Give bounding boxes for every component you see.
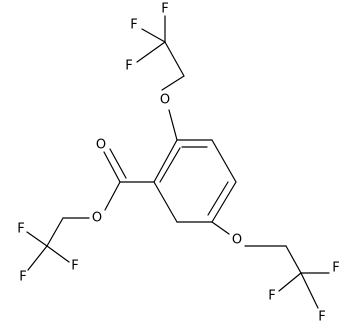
cf-bond — [26, 231, 48, 247]
bond-lines — [26, 15, 330, 309]
carbonyl-double-bond — [103, 151, 121, 183]
ether-bond — [168, 109, 178, 141]
ether-bond — [211, 221, 230, 235]
fluorine-atom: F — [268, 289, 275, 304]
ether-bond — [285, 245, 302, 274]
ester-bond — [46, 217, 64, 247]
ester-bond — [104, 181, 121, 211]
fluorine-atom: F — [71, 259, 78, 274]
fluorine-atom: F — [318, 310, 325, 325]
fluorine-atom: F — [125, 59, 132, 74]
ring-bond — [153, 181, 178, 223]
carbonyl-oxygen: O — [96, 138, 106, 153]
carbonyl-double-bond — [109, 148, 127, 179]
cf-bond — [141, 28, 166, 43]
atom-labels: F F F O O O F F F O F F F — [17, 2, 339, 325]
fluorine-atom: F — [19, 270, 26, 285]
fluorine-atom: F — [130, 18, 137, 33]
cf-bond — [278, 272, 302, 292]
ester-oxygen: O — [92, 211, 102, 226]
fluorine-atom: F — [17, 222, 24, 237]
ether-bond — [164, 41, 185, 77]
ether-oxygen-top: O — [160, 93, 170, 108]
cf-bond — [136, 41, 166, 63]
fluorine-atom: F — [332, 261, 339, 276]
fluorine-atom: F — [161, 2, 168, 17]
cf-bond — [27, 245, 48, 271]
ring-double-bond — [207, 181, 229, 216]
ether-bond — [161, 75, 185, 91]
cf-bond — [46, 245, 70, 263]
ether-oxygen-bottom: O — [232, 233, 242, 248]
ring-bond — [211, 181, 237, 223]
ring-double-bond — [159, 147, 181, 183]
cf-bond — [300, 272, 319, 309]
ring-bond — [211, 139, 237, 183]
ring-bond — [153, 139, 178, 183]
